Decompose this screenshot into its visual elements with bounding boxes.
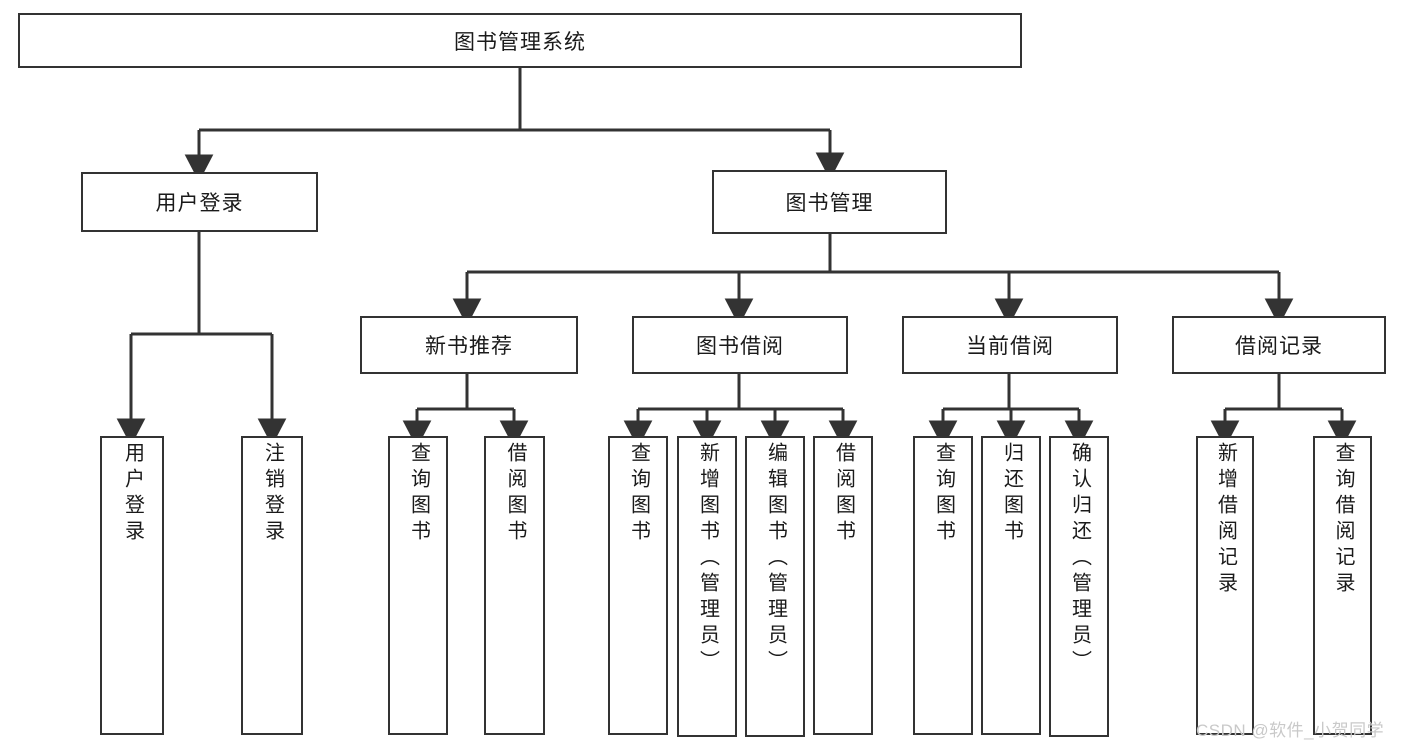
node-leaf-user-login[interactable]: 用户登录 [100, 436, 164, 735]
node-borrow-record-label: 借阅记录 [1235, 335, 1323, 358]
node-current-borrow[interactable]: 当前借阅 [902, 316, 1118, 374]
node-new-book-rec-label: 新书推荐 [425, 335, 513, 358]
node-leaf-query-record-label: 查询借阅记录 [1332, 442, 1354, 598]
node-leaf-confirm-return-label: 确认归还（管理员） [1068, 442, 1091, 676]
node-borrow-record[interactable]: 借阅记录 [1172, 316, 1386, 374]
node-leaf-add-book[interactable]: 新增图书（管理员） [677, 436, 737, 737]
node-leaf-confirm-return[interactable]: 确认归还（管理员） [1049, 436, 1109, 737]
node-leaf-query-book-3[interactable]: 查询图书 [913, 436, 973, 735]
node-user-login[interactable]: 用户登录 [81, 172, 318, 232]
node-leaf-borrow-book-1[interactable]: 借阅图书 [484, 436, 545, 735]
node-leaf-query-book-2-label: 查询图书 [627, 442, 650, 546]
node-leaf-add-book-label: 新增图书（管理员） [696, 442, 719, 676]
node-leaf-add-record[interactable]: 新增借阅记录 [1196, 436, 1254, 735]
node-leaf-user-logout[interactable]: 注销登录 [241, 436, 303, 735]
node-leaf-edit-book[interactable]: 编辑图书（管理员） [745, 436, 805, 737]
node-new-book-rec[interactable]: 新书推荐 [360, 316, 578, 374]
node-leaf-query-book-3-label: 查询图书 [932, 442, 955, 546]
node-book-borrow[interactable]: 图书借阅 [632, 316, 848, 374]
node-book-manage[interactable]: 图书管理 [712, 170, 947, 234]
node-leaf-query-book-1[interactable]: 查询图书 [388, 436, 448, 735]
node-leaf-borrow-book-2-label: 借阅图书 [832, 442, 855, 546]
node-leaf-query-record[interactable]: 查询借阅记录 [1313, 436, 1372, 735]
node-leaf-add-record-label: 新增借阅记录 [1214, 442, 1237, 598]
node-leaf-borrow-book-2[interactable]: 借阅图书 [813, 436, 873, 735]
node-leaf-query-book-1-label: 查询图书 [407, 442, 430, 546]
node-leaf-query-book-2[interactable]: 查询图书 [608, 436, 668, 735]
node-leaf-return-book-label: 归还图书 [1000, 442, 1023, 546]
node-current-borrow-label: 当前借阅 [966, 335, 1054, 358]
node-leaf-return-book[interactable]: 归还图书 [981, 436, 1041, 735]
node-root[interactable]: 图书管理系统 [18, 13, 1022, 68]
node-leaf-user-login-label: 用户登录 [121, 442, 144, 546]
node-user-login-label: 用户登录 [155, 192, 244, 215]
node-leaf-borrow-book-1-label: 借阅图书 [504, 442, 526, 546]
node-root-label: 图书管理系统 [454, 30, 586, 54]
node-book-manage-label: 图书管理 [785, 192, 874, 215]
node-book-borrow-label: 图书借阅 [696, 335, 784, 358]
node-leaf-edit-book-label: 编辑图书（管理员） [764, 442, 787, 676]
node-leaf-user-logout-label: 注销登录 [261, 442, 284, 546]
